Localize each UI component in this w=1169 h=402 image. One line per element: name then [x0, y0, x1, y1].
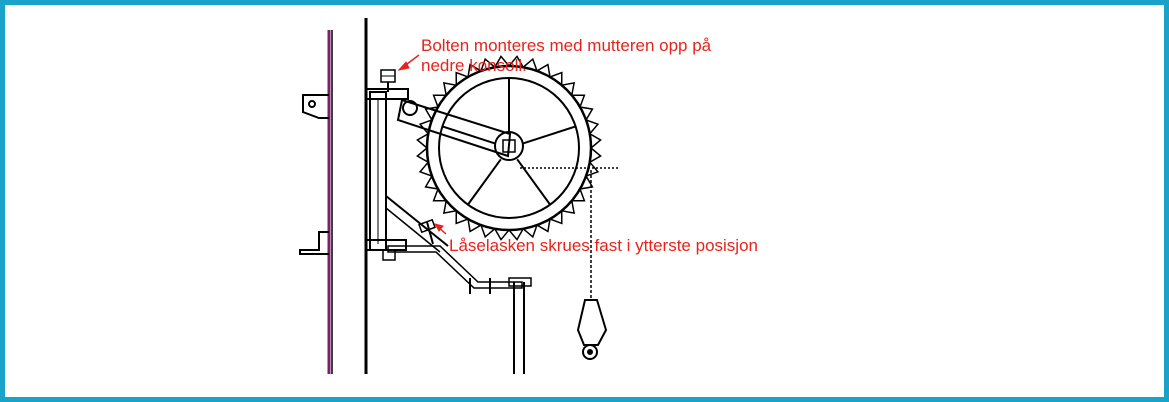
upper-wall-bracket — [302, 94, 329, 119]
crank-arm — [396, 98, 512, 158]
upper-wall-bracket-hole — [308, 100, 316, 108]
sprocket-spokes — [442, 78, 576, 206]
crank-arm-pivot — [402, 100, 418, 116]
chain-block — [576, 299, 608, 346]
lower-wall-bracket — [299, 231, 329, 255]
sprocket-spoke — [516, 158, 551, 206]
sprocket-spoke — [442, 125, 497, 145]
sprocket-hub-square — [502, 139, 516, 153]
chain-block-hook — [582, 344, 598, 360]
lock-strap-bolt — [426, 221, 434, 245]
lock-strap-note: Låselasken skrues fast i ytterste posisj… — [449, 236, 758, 255]
sprocket-spoke — [467, 158, 502, 206]
sprocket-outer-rim — [425, 64, 593, 232]
lower-bolt-nut — [382, 249, 396, 261]
bolt-note-line-2: nedre konsoll. — [421, 56, 527, 75]
diagonal-brace — [385, 195, 449, 247]
sprocket-spoke — [521, 125, 576, 145]
lock-strap — [387, 245, 523, 289]
bolt-note-line-1: Bolten monteres med mutteren opp på — [421, 36, 712, 55]
bolt-mounting-note: Bolten monteres med mutteren opp på nedr… — [421, 36, 711, 76]
